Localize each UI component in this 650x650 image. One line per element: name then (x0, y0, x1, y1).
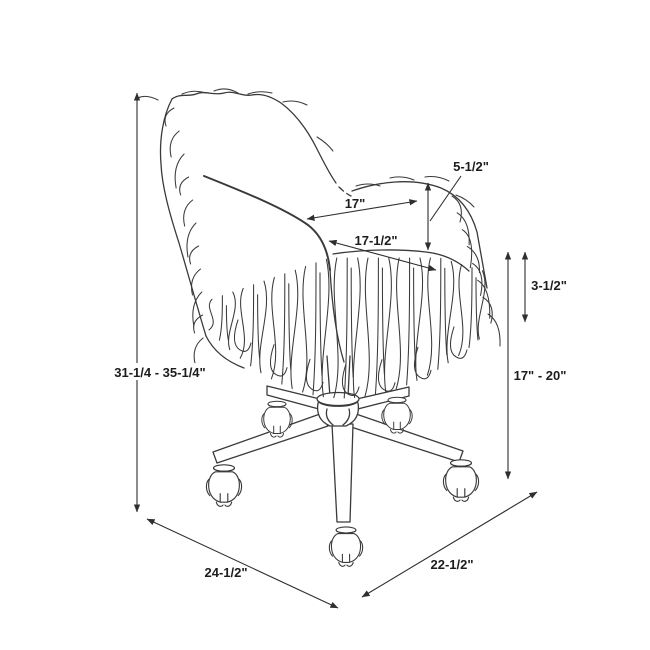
dimension-arrow (306, 199, 418, 221)
dimension-label: 17" - 20" (514, 368, 567, 383)
dim-back-to-armrest: 5-1/2" (424, 159, 489, 251)
armrest-curve (203, 175, 331, 271)
chair-upholstery (137, 88, 501, 399)
dim-base-depth: 24-1/2" (146, 518, 339, 609)
gas-lift-stem (326, 355, 351, 398)
stem-collar (316, 391, 360, 407)
leader-line (429, 175, 462, 222)
dimension-arrow (146, 518, 339, 609)
dimension-label: 5-1/2" (453, 159, 489, 174)
dimension-label: 24-1/2" (204, 565, 247, 580)
dimension-annotations: 31-1/4 - 35-1/4" 5-1/2" 17" 17-1/2" 3-1/… (107, 92, 567, 609)
dimension-label: 31-1/4 - 35-1/4" (114, 365, 205, 380)
caster-wheel (328, 526, 364, 567)
caster-wheel (205, 464, 243, 507)
backrest-left-outline (159, 98, 207, 337)
dimension-arrow (328, 239, 437, 272)
dim-seat-height: 17" - 20" (504, 251, 567, 480)
dim-seat-cushion: 3-1/2" (521, 251, 567, 323)
dimension-label: 17" (345, 196, 366, 211)
chair-illustration (137, 88, 501, 567)
dimension-label: 17-1/2" (354, 233, 397, 248)
dim-base-width: 22-1/2" (361, 491, 538, 598)
armrest-top-outline (351, 181, 488, 289)
caster-wheel (442, 459, 480, 502)
seat-front-edge (329, 269, 345, 363)
dim-overall-height: 31-1/4 - 35-1/4" (107, 92, 215, 513)
dimension-label: 3-1/2" (531, 278, 567, 293)
dim-width-17: 17" (306, 196, 418, 221)
dim-seat-depth: 17-1/2" (328, 233, 437, 272)
base-leg (331, 423, 354, 523)
five-star-base (205, 385, 480, 567)
backrest-top-outline (171, 91, 337, 184)
dimension-arrow (361, 491, 538, 598)
dimension-label: 22-1/2" (430, 557, 473, 572)
fur-texture (137, 88, 501, 399)
